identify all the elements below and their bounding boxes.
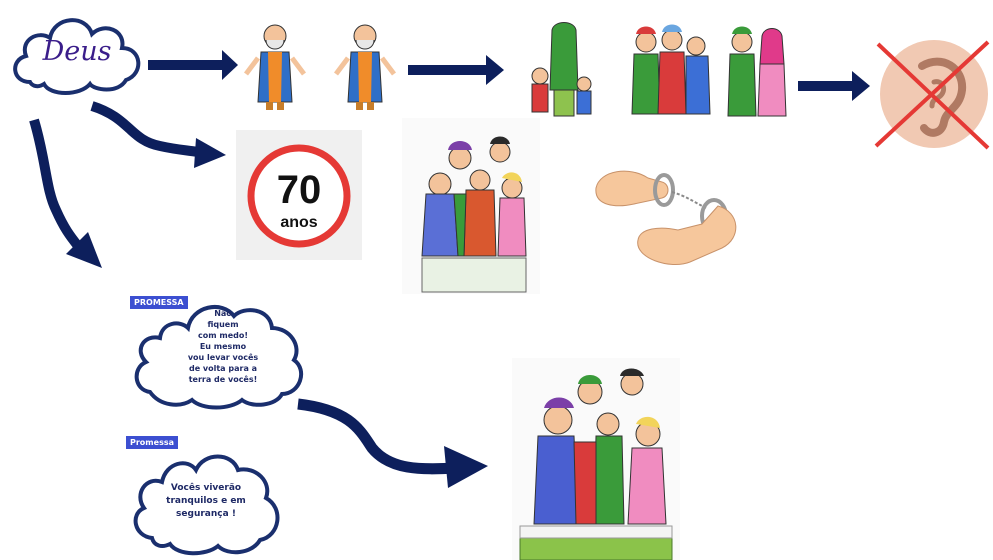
returning-people-figure: [512, 358, 680, 560]
exiled-people-figure: [402, 118, 540, 294]
crowd-figure-1: [624, 22, 714, 124]
promise-1-tag-label: PROMESSA: [130, 296, 188, 309]
arrow-people-to-ear: [798, 71, 870, 101]
promise-2-line-2: tranquilos e em: [166, 496, 246, 506]
promise-2-tag: Promessa: [126, 436, 178, 449]
sign-number: 70: [276, 168, 322, 212]
ear-icon: [918, 57, 967, 137]
arrow-god-to-prophets: [148, 50, 238, 80]
cloud-icon: [13, 18, 141, 95]
god-cloud: Deus: [8, 10, 146, 98]
arrow-head-promise: [66, 232, 102, 268]
promise-2-tag-label: Promessa: [126, 436, 178, 449]
ear-crossed-out: [872, 36, 993, 152]
cross-icon: [876, 42, 990, 150]
arrow-promise-to-people: [297, 398, 457, 475]
hand-icon: [595, 170, 669, 207]
cloud-icon: [134, 305, 304, 410]
god-label: Deus: [42, 36, 112, 67]
promise-1-line-1: Não: [214, 309, 232, 318]
seventy-years-sign: 70 anos: [236, 130, 362, 260]
promise-1-line-7: terra de vocês!: [188, 375, 258, 384]
promise-1-cloud: Não fiquem com medo! Eu mesmo vou levar …: [130, 294, 306, 410]
prophet-figure-2: [334, 18, 396, 114]
promise-1-line-6: de volta para a: [188, 364, 258, 373]
promise-2-line-1: Vocês viverão: [170, 483, 242, 493]
promise-2-line-3: segurança !: [176, 509, 236, 519]
promise-1-line-3: com medo!: [198, 331, 248, 340]
promise-1-line-2: fiquem: [207, 320, 239, 329]
promise-1-line-5: vou levar vocês: [187, 353, 259, 362]
prophet-figure-1: [244, 18, 306, 114]
arrow-prophets-to-people: [408, 55, 504, 85]
promise-2-cloud: Vocês viverão tranquilos e em segurança …: [126, 432, 286, 558]
promise-1-tag: PROMESSA: [130, 296, 188, 309]
family-group-figure: [524, 20, 602, 120]
crowd-figure-2: [722, 24, 794, 124]
handcuffs-figure: [590, 148, 742, 278]
arrow-god-to-sign: [90, 101, 199, 157]
promise-1-line-4: Eu mesmo: [199, 342, 247, 351]
cloud-icon: [133, 454, 280, 556]
arrow-head-people: [444, 446, 488, 488]
arrow-god-to-promise: [29, 118, 82, 250]
sign-unit: anos: [280, 214, 318, 231]
arrow-head-sign: [194, 138, 226, 168]
handcuff-icon: [653, 173, 675, 207]
